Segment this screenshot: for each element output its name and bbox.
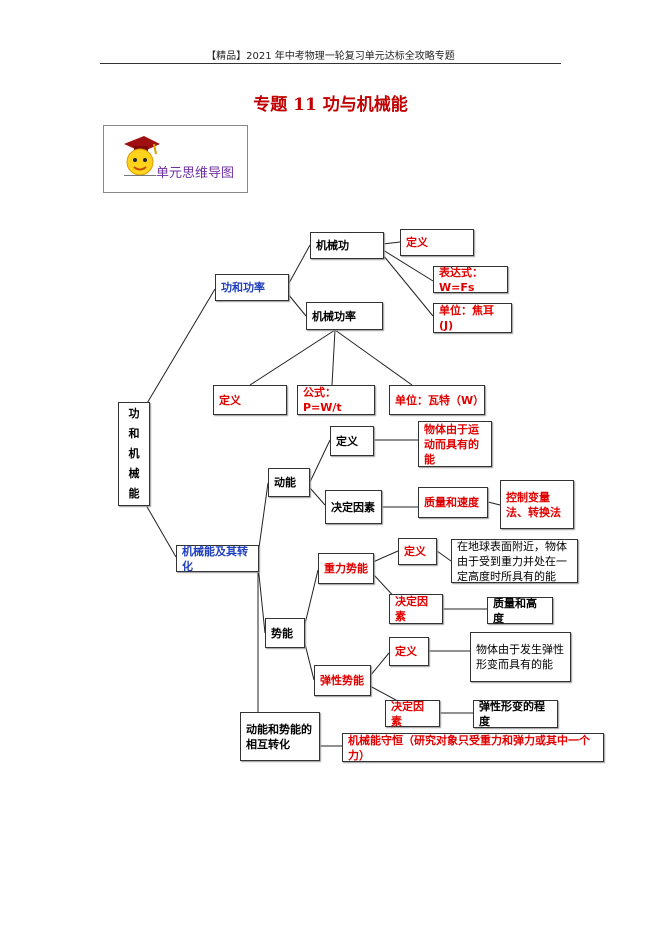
elas-def-node: 定义 [389, 637, 429, 666]
potential-node: 势能 [265, 618, 305, 648]
elas-factor-node: 决定因素 [385, 700, 440, 728]
grav-def-node: 定义 [398, 538, 437, 565]
kin-def-node: 定义 [330, 426, 374, 456]
badge-label: 单元思维导图 [156, 166, 235, 181]
elastic-node: 弹性势能 [314, 665, 371, 696]
kin-factor-text-node: 质量和速度 [418, 487, 488, 518]
mech-power-node: 机械功率 [306, 302, 383, 330]
unit-mindmap-badge: 单元思维导图 [103, 125, 248, 193]
page-header: 【精品】2021 年中考物理一轮复习单元达标全攻略专题 [206, 51, 455, 62]
conserve-node: 机械能守恒（研究对象只受重力和弹力或其中一个力） [342, 733, 604, 762]
elas-def-text-node: 物体由于发生弹性形变而具有的能 [470, 632, 571, 682]
grav-factor-node: 决定因素 [389, 594, 443, 624]
work-formula-node: 表达式：W=Fs [433, 266, 508, 294]
convert-node: 动能和势能的相互转化 [240, 712, 320, 761]
header-divider [100, 63, 561, 64]
power-formula-node: 公式：P=W/t [297, 385, 375, 415]
mech-energy-node: 机械能及其转化 [176, 545, 259, 573]
page-title: 专题 11 功与机械能 [253, 95, 408, 115]
mech-work-node: 机械功 [310, 232, 384, 259]
power-unit-node: 单位：瓦特（W） [389, 385, 485, 415]
kinetic-node: 动能 [268, 468, 310, 497]
kin-def-text-node: 物体由于运动而具有的能 [418, 421, 492, 467]
badge-underline [124, 175, 156, 176]
root-node: 功 和 机 械 能 [118, 402, 150, 506]
power-def-node: 定义 [213, 385, 287, 415]
graduate-emoji-icon [124, 136, 160, 176]
elas-factor-text-node: 弹性形变的程度 [473, 700, 558, 728]
grav-def-text-node: 在地球表面附近，物体由于受到重力并处在一定高度时所具有的能 [451, 539, 578, 583]
work-power-node: 功和功率 [215, 274, 289, 301]
work-def-node: 定义 [400, 229, 474, 256]
grav-factor-text-node: 质量和高度 [487, 597, 553, 625]
grav-node: 重力势能 [318, 553, 374, 584]
work-unit-node: 单位：焦耳(J) [433, 303, 512, 333]
kin-factor-node: 决定因素 [325, 490, 382, 524]
kin-method-node: 控制变量法、转换法 [500, 480, 574, 529]
